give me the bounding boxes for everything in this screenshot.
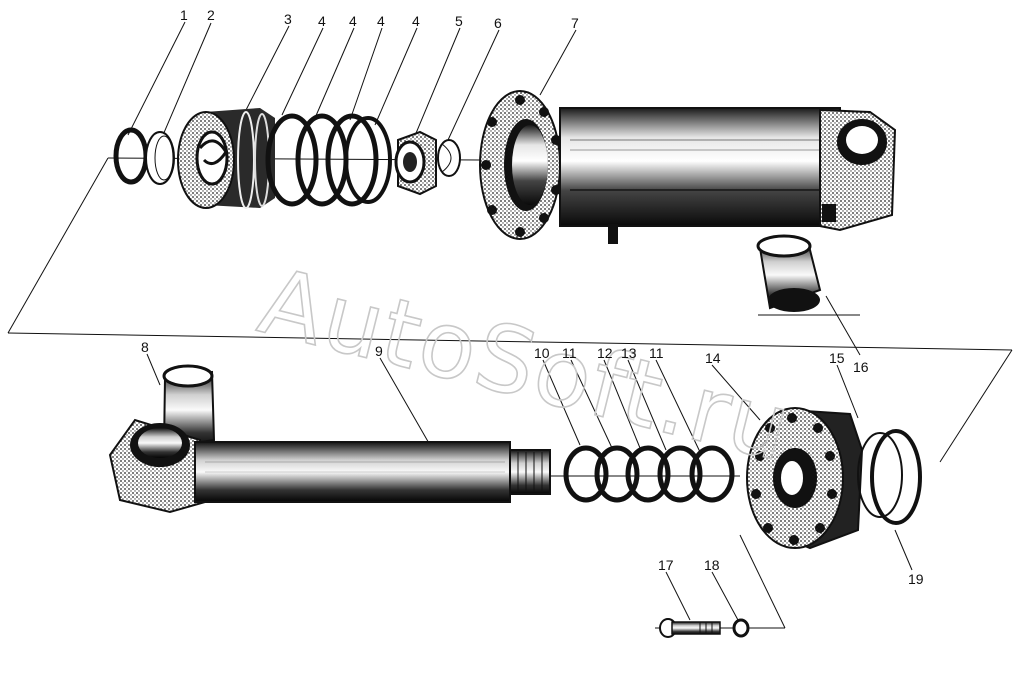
part-3-piston [177, 108, 275, 209]
parts-10-13-rings [563, 445, 735, 503]
part-4-rings [265, 113, 392, 207]
part-5-nut [394, 130, 437, 196]
callout-5: 5 [455, 13, 463, 29]
leader-lines [127, 21, 913, 621]
callout-14: 14 [705, 350, 721, 366]
part-14-gland [746, 407, 864, 550]
callout-13: 13 [621, 345, 637, 361]
callout-16: 16 [853, 359, 869, 375]
callout-4b: 4 [349, 13, 357, 29]
callout-2: 2 [207, 7, 215, 23]
part-18-washer [732, 618, 750, 638]
callout-4d: 4 [412, 13, 420, 29]
part-16-bushing [756, 234, 822, 312]
callout-1: 1 [180, 7, 188, 23]
part-2-ring [145, 131, 175, 185]
callout-6: 6 [494, 15, 502, 31]
callout-8: 8 [141, 339, 149, 355]
part-7-cylinder [479, 90, 897, 244]
callout-17: 17 [658, 557, 674, 573]
callout-labels: 1 2 3 4 4 4 4 5 6 7 8 9 10 11 12 13 11 1… [141, 7, 924, 587]
callout-11b: 11 [649, 345, 664, 361]
callout-11a: 11 [562, 345, 577, 361]
callout-18: 18 [704, 557, 720, 573]
callout-7: 7 [571, 15, 579, 31]
callout-3: 3 [284, 11, 292, 27]
callout-15: 15 [829, 350, 845, 366]
part-6-ring [437, 139, 461, 177]
callout-12: 12 [597, 345, 613, 361]
part-19-ring [870, 429, 922, 525]
callout-4a: 4 [318, 13, 326, 29]
part-17-bolt [659, 618, 721, 638]
part-9-rod [108, 418, 551, 514]
callout-10: 10 [534, 345, 550, 361]
callout-9: 9 [375, 343, 383, 359]
part-1-ring [113, 127, 149, 185]
part-15-ring [857, 432, 903, 518]
callout-4c: 4 [377, 13, 385, 29]
callout-19: 19 [908, 571, 924, 587]
